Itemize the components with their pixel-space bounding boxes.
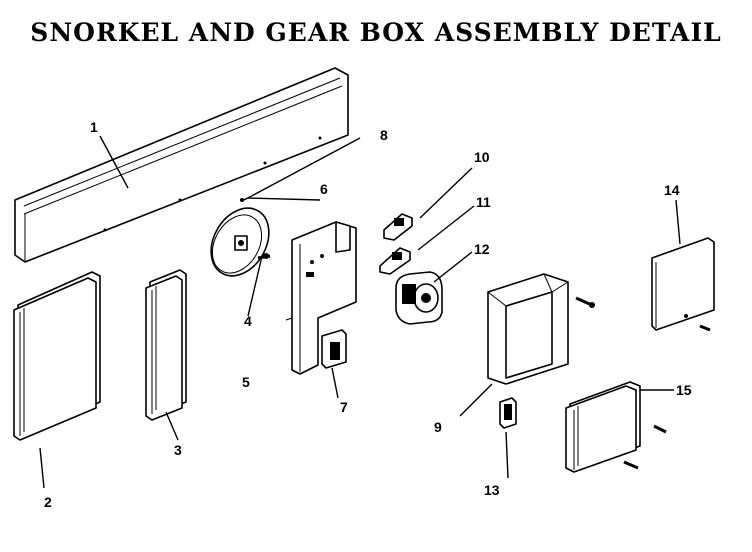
diagram-title: SNORKEL AND GEAR BOX ASSEMBLY DETAIL bbox=[30, 18, 722, 47]
label-part-3: 3 bbox=[174, 442, 182, 458]
part-12-gear-motor bbox=[395, 271, 443, 325]
part-6-gear-disc bbox=[210, 198, 270, 277]
part-7-switch bbox=[321, 329, 347, 369]
part-14-cover-plate bbox=[651, 237, 715, 332]
part-15-box-cover bbox=[565, 381, 667, 473]
label-part-9: 9 bbox=[434, 419, 442, 435]
leader-lines bbox=[39, 135, 681, 489]
part-13-connector bbox=[499, 397, 517, 429]
label-part-10: 10 bbox=[474, 149, 490, 165]
label-part-12: 12 bbox=[474, 241, 490, 257]
label-part-7: 7 bbox=[340, 399, 348, 415]
label-part-5: 5 bbox=[242, 374, 250, 390]
label-part-2: 2 bbox=[44, 494, 52, 510]
label-part-4: 4 bbox=[244, 313, 252, 329]
label-part-1: 1 bbox=[90, 119, 98, 135]
part-9-screw bbox=[575, 296, 595, 308]
part-3-narrow-panel bbox=[145, 269, 187, 421]
part-1-rail-panel bbox=[14, 67, 349, 263]
label-part-14: 14 bbox=[664, 182, 680, 198]
part-11-clip bbox=[379, 247, 411, 275]
part-9-square-frame bbox=[487, 273, 569, 385]
label-part-15: 15 bbox=[676, 382, 692, 398]
part-5-mounting-bracket bbox=[285, 221, 357, 375]
label-part-8: 8 bbox=[380, 127, 388, 143]
label-part-6: 6 bbox=[320, 181, 328, 197]
label-part-11: 11 bbox=[476, 194, 491, 210]
part-4-screw bbox=[257, 253, 271, 260]
part-2-large-panel bbox=[13, 271, 101, 441]
label-part-13: 13 bbox=[484, 482, 500, 498]
part-10-clip bbox=[383, 213, 413, 241]
part-labels: 1 2 3 4 5 6 7 8 9 10 11 12 13 14 15 bbox=[44, 119, 692, 510]
